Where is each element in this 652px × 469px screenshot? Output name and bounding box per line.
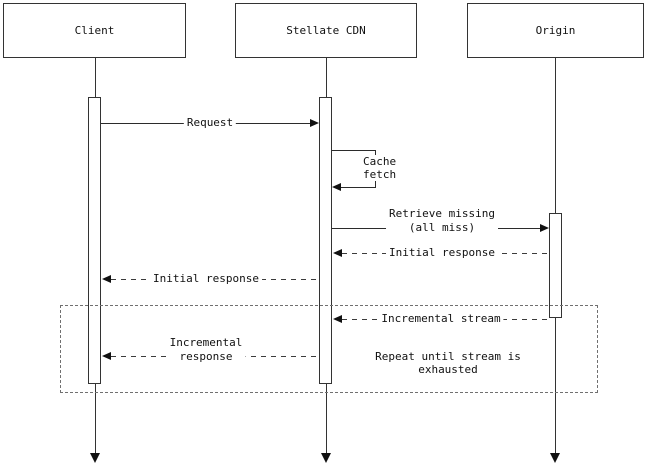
repeat-note-line1: Repeat until stream is: [375, 350, 521, 363]
incremental-response-arrowhead-icon: [102, 352, 111, 360]
initial-response-cdn-message-label: Initial response: [386, 246, 498, 260]
stellate-cdn-lifeline-arrow-icon: [321, 453, 331, 463]
initial-response-cdn-arrowhead-icon: [333, 249, 342, 257]
actor-box-client: Client: [3, 3, 186, 58]
repeat-note-line2: exhausted: [418, 363, 478, 376]
incremental-response-label-line1: Incremental: [169, 336, 243, 349]
request-message-label: Request: [183, 116, 237, 130]
actor-label-origin: Origin: [535, 24, 576, 37]
initial-response-client-message-label: Initial response: [150, 272, 262, 286]
incremental-response-label-line2: response: [179, 350, 233, 363]
request-arrowhead-icon: [310, 119, 319, 127]
retrieve-missing-label-line1: Retrieve missing: [389, 207, 495, 220]
retrieve-missing-label-line2: (all miss): [408, 221, 476, 234]
actor-box-origin: Origin: [467, 3, 644, 58]
cache-fetch-label-line1: Cache: [363, 155, 397, 168]
actor-label-client: Client: [74, 24, 115, 37]
incremental-stream-arrowhead-icon: [333, 315, 342, 323]
actor-label-stellate-cdn: Stellate CDN: [286, 24, 366, 37]
client-activation-bar: [88, 97, 101, 384]
actor-box-stellate-cdn: Stellate CDN: [235, 3, 417, 58]
origin-activation-bar: [549, 213, 562, 318]
cache-fetch-arrowhead-icon: [332, 183, 341, 191]
cache-fetch-label-line2: fetch: [363, 168, 397, 181]
cache-fetch-loop-bottom-line: [341, 187, 376, 188]
initial-response-client-arrowhead-icon: [102, 275, 111, 283]
retrieve-missing-message-label: Retrieve missing (all miss): [386, 207, 498, 235]
retrieve-missing-arrowhead-icon: [540, 224, 549, 232]
client-lifeline-arrow-icon: [90, 453, 100, 463]
incremental-response-message-label: Incremental response: [166, 336, 246, 364]
incremental-stream-message-label: Incremental stream: [378, 312, 504, 326]
cache-fetch-label: Cache fetch: [361, 155, 399, 181]
cache-fetch-loop-top-line: [332, 150, 376, 151]
repeat-loop-frame: [60, 305, 598, 393]
repeat-note: Repeat until stream is exhausted: [375, 350, 521, 376]
stellate-cdn-activation-bar: [319, 97, 332, 384]
origin-lifeline-arrow-icon: [550, 453, 560, 463]
